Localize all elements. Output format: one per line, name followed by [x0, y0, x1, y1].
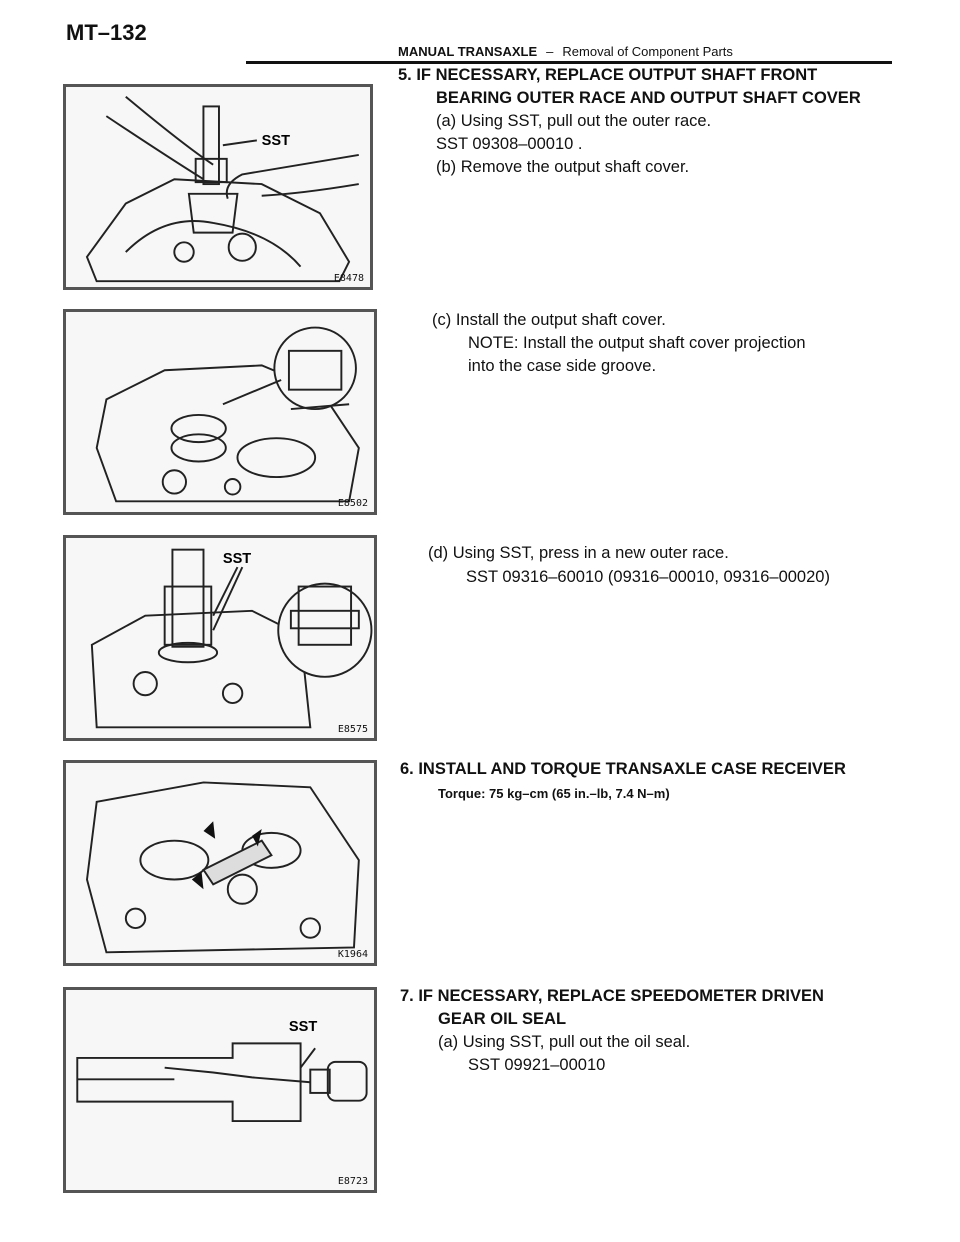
- running-header: MANUAL TRANSAXLE–Removal of Component Pa…: [398, 44, 733, 59]
- figure-install-shaft-cover: E8502: [63, 309, 377, 515]
- figure-code: E8502: [337, 498, 368, 509]
- step-5d-text: (d) Using SST, press in a new outer race…: [428, 544, 729, 562]
- step-7a-text: (a) Using SST, pull out the oil seal.: [438, 1033, 691, 1051]
- page-number: MT–132: [66, 20, 147, 45]
- figure-code: E8478: [333, 273, 364, 284]
- illustration-press-outer-race: SST: [90, 548, 373, 729]
- figure-sst-press-outer-race: SST E8575: [63, 535, 377, 741]
- header-section: MANUAL TRANSAXLE: [398, 44, 538, 59]
- step-5-title-line-2: BEARING OUTER RACE AND OUTPUT SHAFT COVE…: [436, 89, 861, 107]
- step-7a-sst: SST 09921–00010: [468, 1056, 606, 1074]
- step-7-title-line-1: 7. IF NECESSARY, REPLACE SPEEDOMETER DRI…: [400, 987, 824, 1005]
- figure-3-label: SST: [223, 551, 251, 567]
- figure-sst-pull-outer-race: SST E8478: [63, 84, 373, 290]
- illustration-install-shaft-cover: [95, 326, 360, 503]
- figure-code: K1964: [337, 949, 368, 960]
- step-7-title-line-2: GEAR OIL SEAL: [438, 1010, 567, 1028]
- step-5-title-line-1: 5. IF NECESSARY, REPLACE OUTPUT SHAFT FR…: [398, 66, 818, 84]
- illustration-case-receiver: [86, 781, 360, 954]
- step-6-torque-spec: Torque: 75 kg–cm (65 in.–lb, 7.4 N–m): [438, 786, 670, 801]
- figure-torque-case-receiver: K1964: [63, 760, 377, 966]
- step-5a-sst: SST 09308–00010 .: [436, 135, 583, 153]
- figure-code: E8575: [337, 724, 368, 735]
- figure-5-label: SST: [289, 1019, 317, 1035]
- step-5d-sst: SST 09316–60010 (09316–00010, 09316–0002…: [466, 568, 830, 586]
- header-separator: –: [546, 44, 554, 59]
- step-5a-text: (a) Using SST, pull out the outer race.: [436, 112, 712, 130]
- figure-code: E8723: [337, 1176, 368, 1187]
- figure-sst-pull-oil-seal: SST E8723: [63, 987, 377, 1193]
- header-rule: [246, 61, 892, 64]
- step-6-title: 6. INSTALL AND TORQUE TRANSAXLE CASE REC…: [400, 760, 846, 778]
- step-5c-note-line-2: into the case side groove.: [468, 357, 657, 375]
- illustration-pull-outer-race: SST: [85, 95, 359, 283]
- header-subsection: Removal of Component Parts: [562, 44, 733, 59]
- step-5c-note-line-1: NOTE: Install the output shaft cover pro…: [468, 334, 806, 352]
- step-5c-text: (c) Install the output shaft cover.: [432, 311, 666, 329]
- illustration-pull-oil-seal: SST: [76, 1019, 368, 1123]
- step-5b-text: (b) Remove the output shaft cover.: [436, 158, 690, 176]
- figure-1-label: SST: [262, 133, 290, 149]
